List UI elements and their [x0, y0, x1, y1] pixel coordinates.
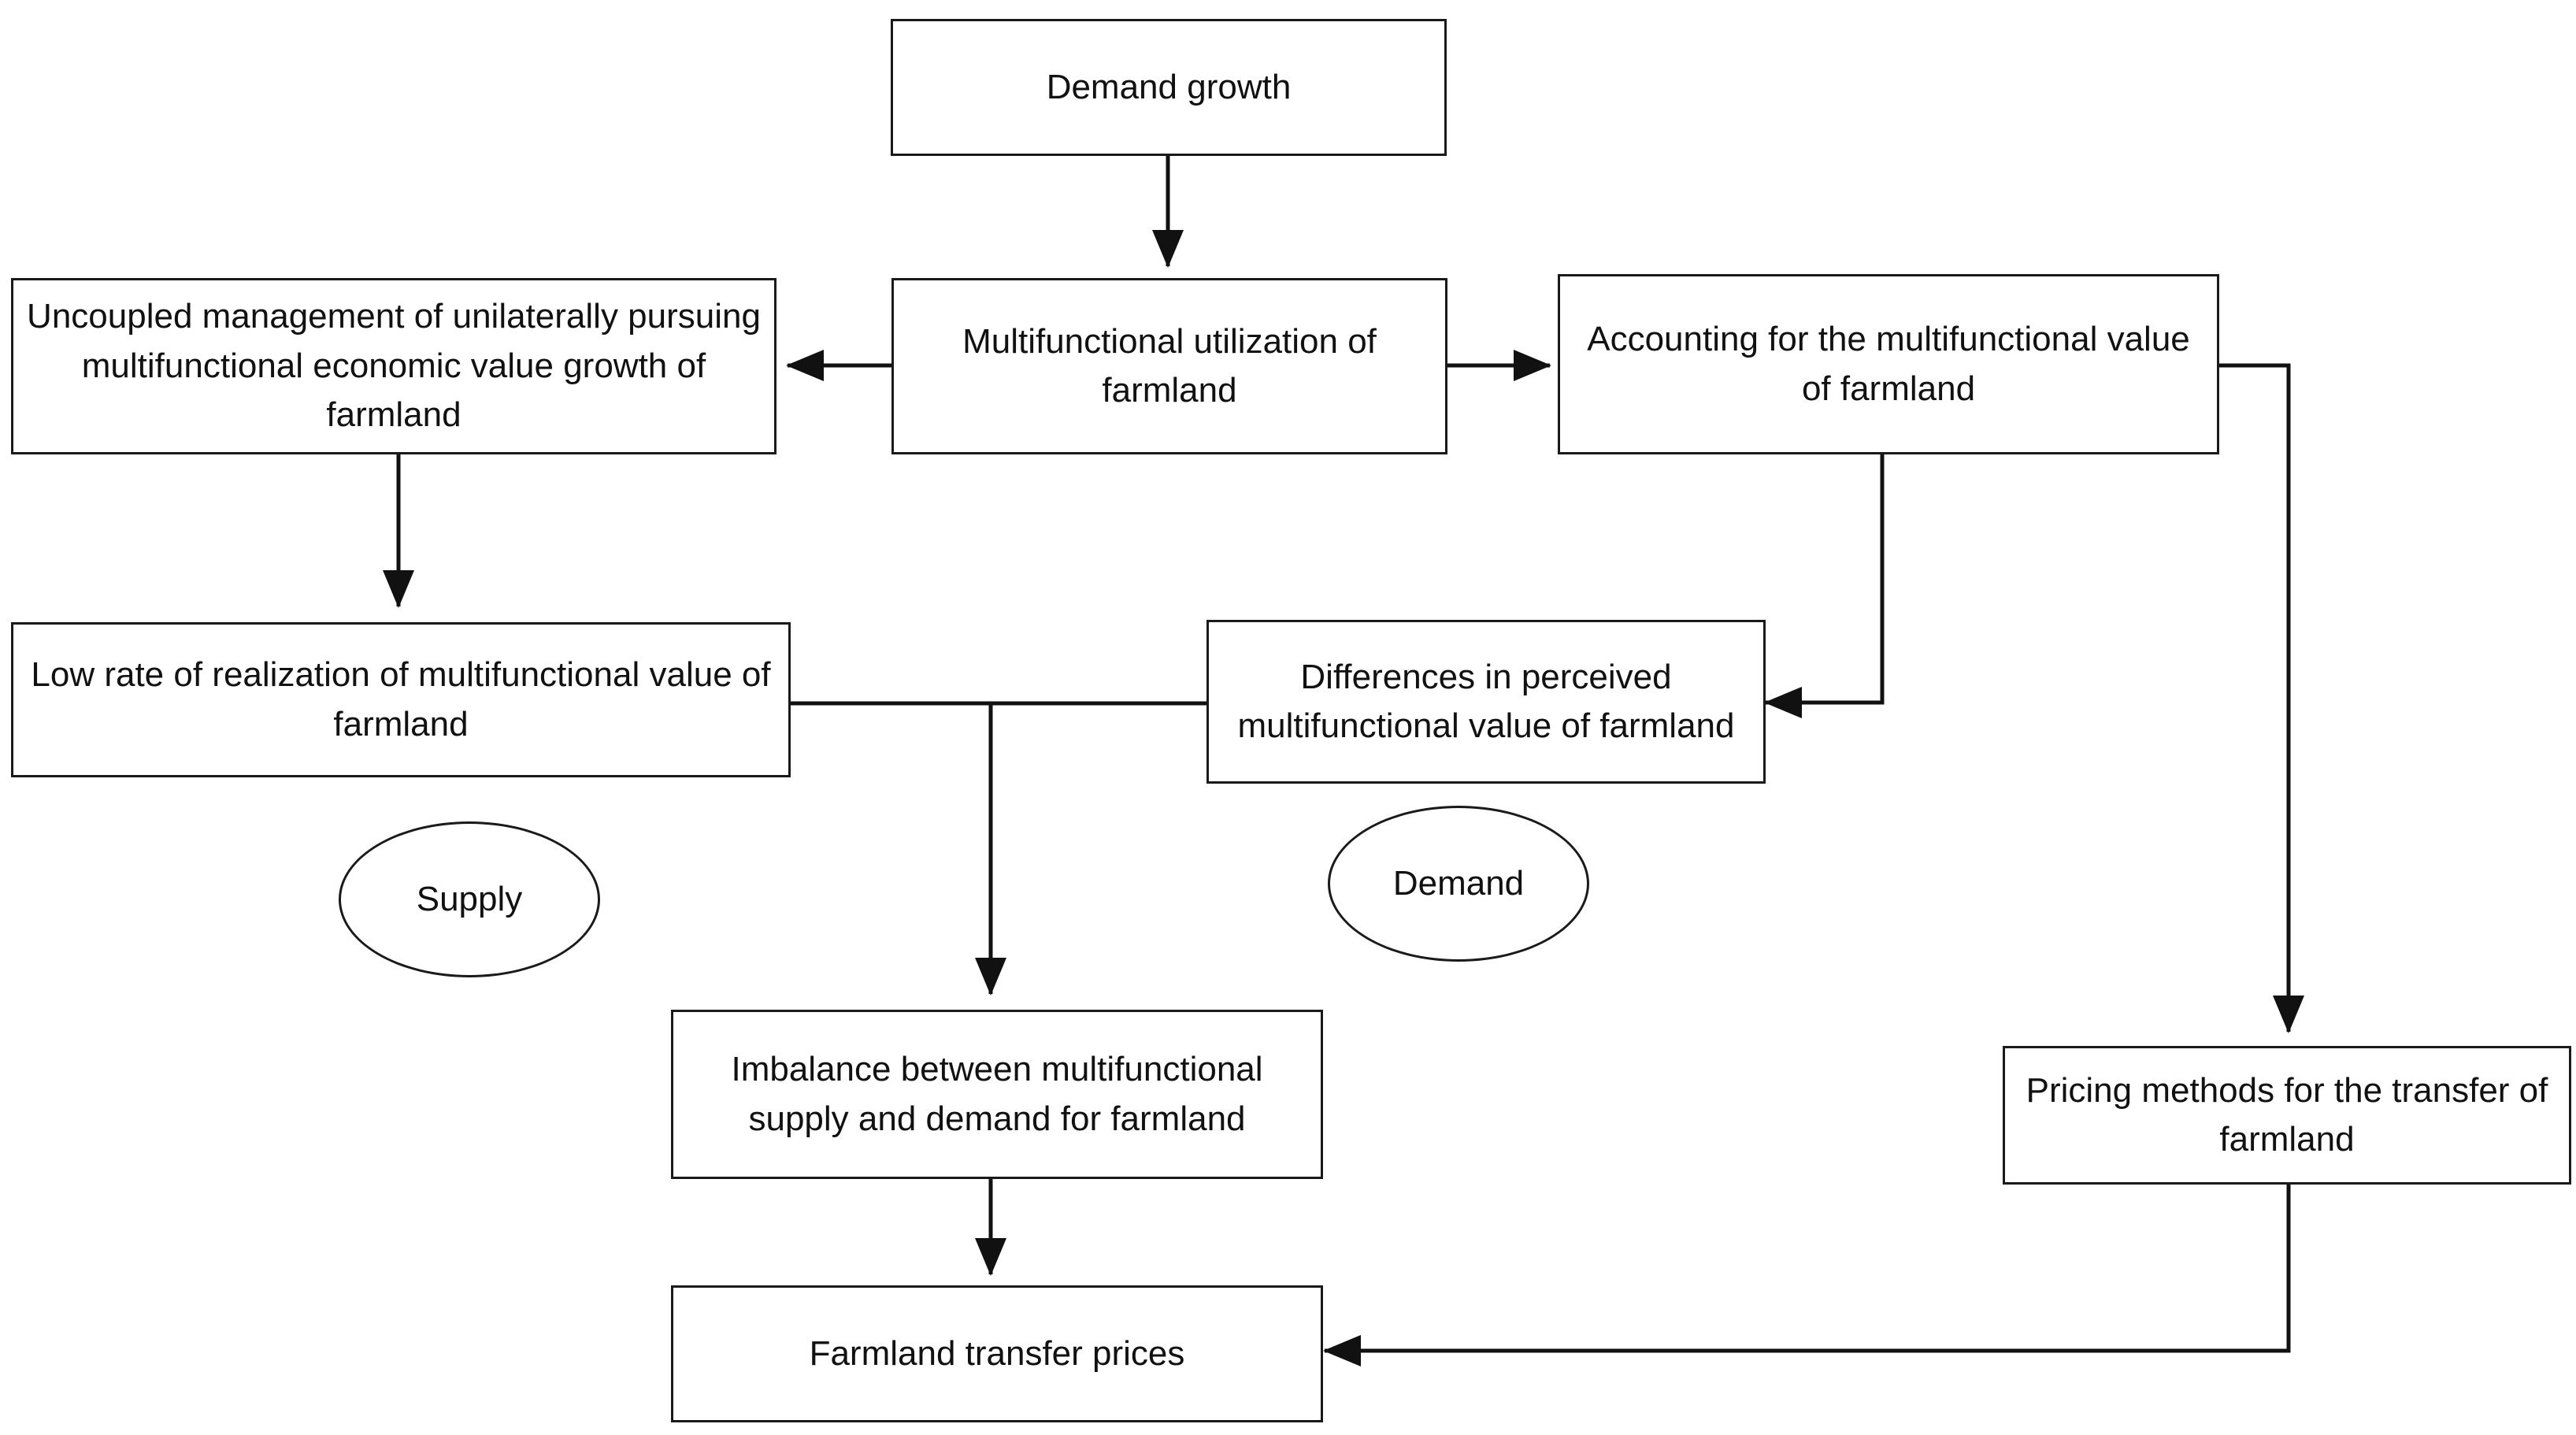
node-accounting-multifunctional-value[interactable]: Accounting for the multifunctional value…	[1558, 274, 2219, 454]
node-label-low-rate-realization: Low rate of realization of multifunction…	[31, 655, 771, 743]
node-supply[interactable]: Supply	[339, 821, 600, 977]
node-label-differences-perceived-value: Differences in perceived multifunctional…	[1237, 657, 1735, 745]
node-label-demand-growth: Demand growth	[1046, 67, 1292, 106]
node-low-rate-realization[interactable]: Low rate of realization of multifunction…	[11, 622, 791, 777]
node-differences-perceived-value[interactable]: Differences in perceived multifunctional…	[1206, 620, 1766, 784]
node-label-demand: Demand	[1392, 864, 1525, 903]
node-label-accounting-multifunctional-value: Accounting for the multifunctional value…	[1587, 320, 2190, 408]
node-label-farmland-transfer-prices: Farmland transfer prices	[809, 1333, 1185, 1373]
edge-pricing-methods-to-farmland-transfer-prices	[1322, 1183, 2291, 1366]
node-label-pricing-methods: Pricing methods for the transfer of farm…	[2026, 1070, 2548, 1159]
node-imbalance-supply-demand[interactable]: Imbalance between multifunctional supply…	[671, 1010, 1323, 1179]
node-label-multifunctional-utilization: Multifunctional utilization of farmland	[962, 321, 1377, 410]
node-demand[interactable]: Demand	[1328, 806, 1589, 962]
node-farmland-transfer-prices[interactable]: Farmland transfer prices	[671, 1285, 1323, 1422]
node-pricing-methods[interactable]: Pricing methods for the transfer of farm…	[2003, 1046, 2571, 1185]
node-label-imbalance-supply-demand: Imbalance between multifunctional supply…	[731, 1050, 1263, 1138]
node-demand-growth[interactable]: Demand growth	[891, 19, 1447, 156]
node-multifunctional-utilization[interactable]: Multifunctional utilization of farmland	[891, 278, 1447, 454]
edge-accounting-to-pricing-methods	[2217, 363, 2304, 1034]
node-uncoupled-management[interactable]: Uncoupled management of unilaterally pur…	[11, 278, 777, 454]
node-label-supply: Supply	[416, 880, 523, 918]
node-label-uncoupled-management: Uncoupled management of unilaterally pur…	[27, 297, 761, 435]
edge-accounting-to-differences-perceived-value	[1763, 454, 1885, 718]
